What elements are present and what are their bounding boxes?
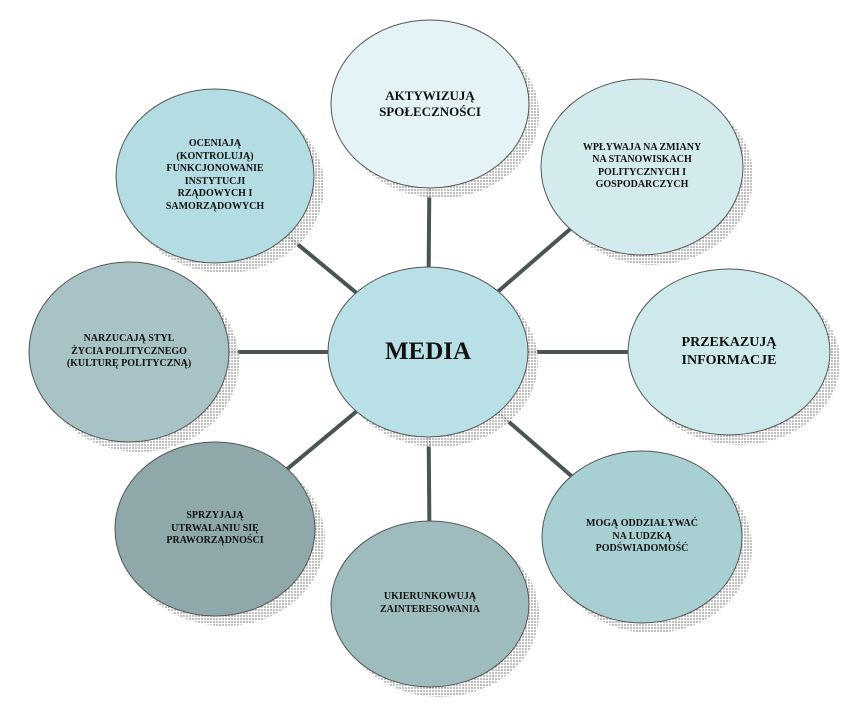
node-left-circle <box>28 261 230 443</box>
center-label: MEDIA <box>343 293 513 412</box>
node-label-top-right-text: WPŁYWAJA NA ZMIANY NA STANOWISKACH POLIT… <box>582 141 702 191</box>
node-label-bottom-left: SPRZYJAJĄ UTRWALANIU SIĘ PRAWORZĄDNOŚCI <box>135 468 295 590</box>
node-right-circle <box>627 268 831 436</box>
node-label-bottom-left-text: SPRZYJAJĄ UTRWALANIU SIĘ PRAWORZĄDNOŚCI <box>166 510 264 547</box>
node-label-top: AKTYWIZUJĄ SPOŁECZNOŚCI <box>355 45 505 163</box>
node-top-right-circle <box>540 78 744 256</box>
node-label-top-left-text: OCENIAJĄ (KONTROLUJĄ) FUNKCJONOWANIE INS… <box>165 138 265 212</box>
node-top-circle <box>330 19 530 189</box>
node-label-top-left: OCENIAJĄ (KONTROLUJĄ) FUNKCJONOWANIE INS… <box>140 115 290 237</box>
circles <box>28 19 831 688</box>
node-label-left: NARZUCAJĄ STYL ŻYCIA POLITYCZNEGO (KULTU… <box>44 289 214 415</box>
node-label-left-text: NARZUCAJĄ STYL ŻYCIA POLITYCZNEGO (KULTU… <box>66 333 192 370</box>
node-label-bottom: UKIERUNKOWUJĄ ZAINTERESOWANIA <box>350 546 510 662</box>
center-node-circle <box>327 266 529 438</box>
node-label-right-text: PRZEKAZUJĄ INFORMACJE <box>681 335 777 368</box>
node-label-bottom-right: MOGĄ ODDZIAŁYWAĆ NA LUDZKĄ PODŚWIADOMOŚĆ <box>562 477 722 597</box>
node-label-top-text: AKTYWIZUJĄ SPOŁECZNOŚCI <box>379 87 481 119</box>
node-top-left-circle <box>115 88 315 264</box>
node-bottom-circle <box>330 520 530 688</box>
node-label-top-right: WPŁYWAJA NA ZMIANY NA STANOWISKACH POLIT… <box>557 105 727 228</box>
node-label-bottom-text: UKIERUNKOWUJĄ ZAINTERESOWANIA <box>379 591 481 615</box>
node-label-bottom-right-text: MOGĄ ODDZIAŁYWAĆ NA LUDZKĄ PODŚWIADOMOŚĆ <box>586 518 698 555</box>
node-bottom-right-circle <box>541 450 743 624</box>
node-label-right: PRZEKAZUJĄ INFORMACJE <box>649 294 809 410</box>
center-label-text: MEDIA <box>384 338 472 366</box>
node-bottom-left-circle <box>114 441 316 617</box>
